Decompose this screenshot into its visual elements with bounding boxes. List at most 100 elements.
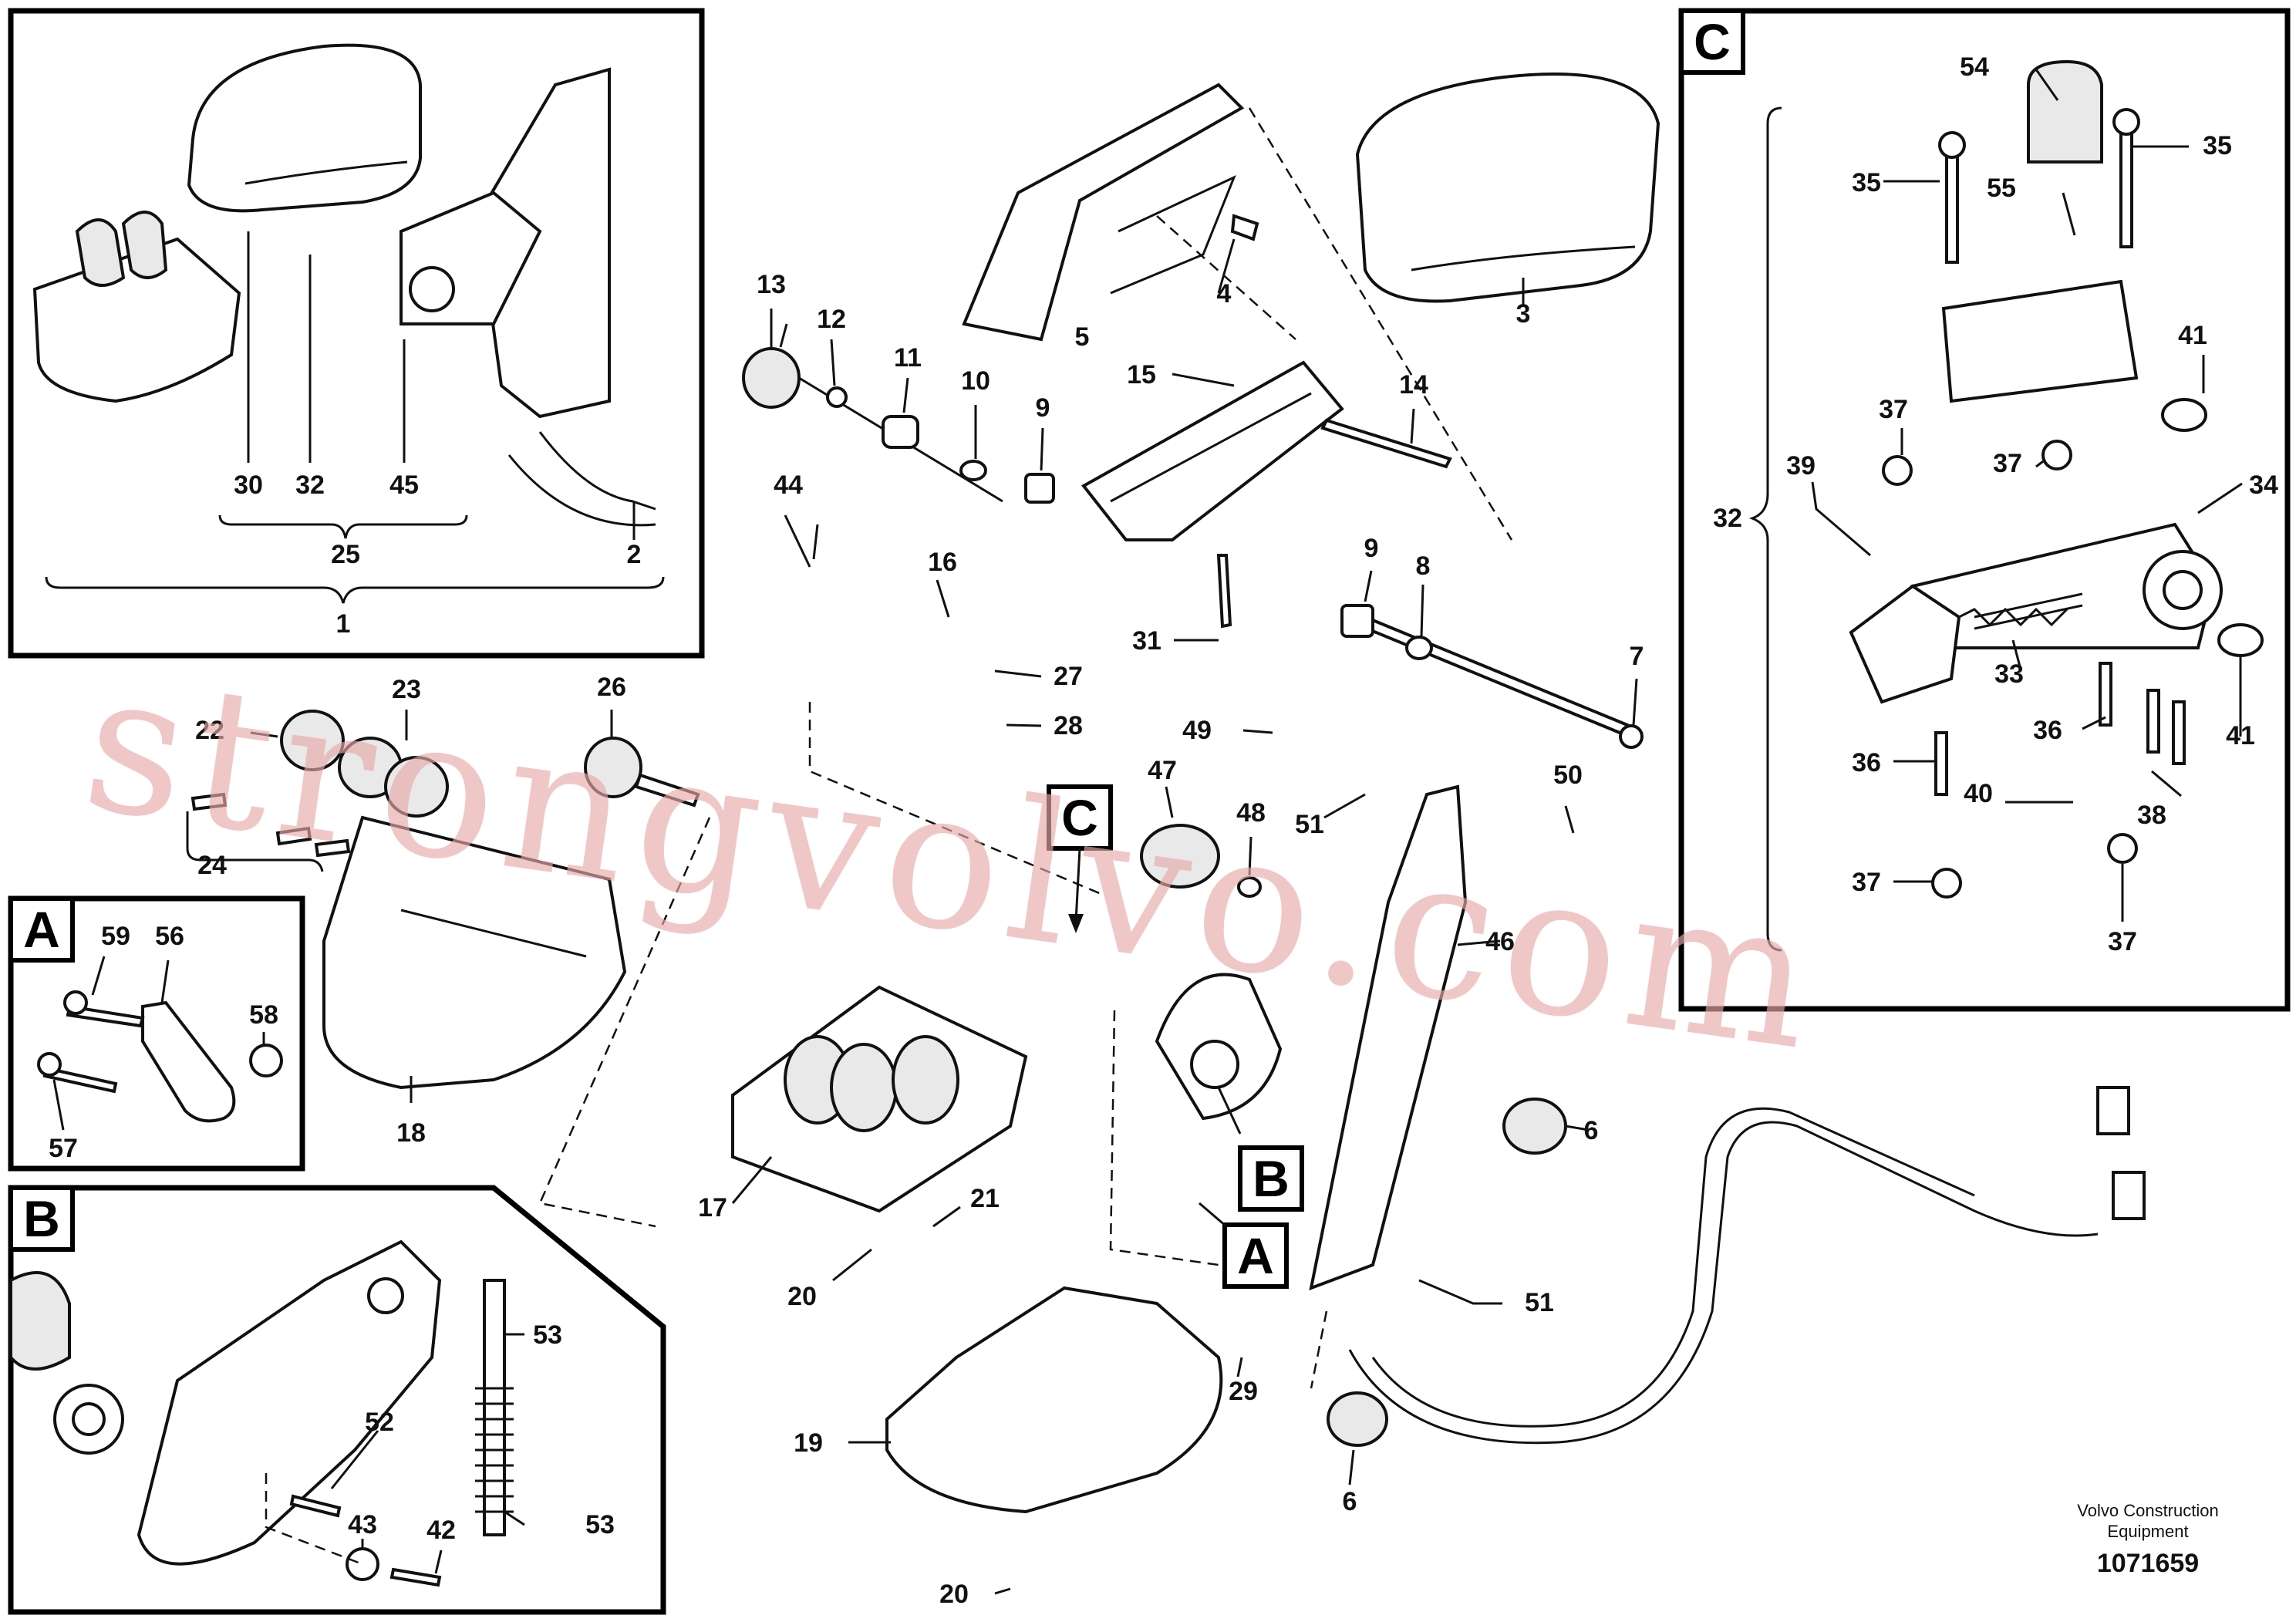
callout-23: 23 <box>392 675 421 704</box>
bumper-54-drawing <box>2027 59 2103 164</box>
bracket-drawing <box>476 67 611 419</box>
callout-30: 30 <box>234 470 263 500</box>
callout-49: 49 <box>1182 716 1212 745</box>
cover-19-drawing <box>885 1286 1223 1514</box>
callout-33: 33 <box>1994 659 2024 689</box>
callout-51-lower: 51 <box>1525 1288 1554 1317</box>
callout-48: 48 <box>1236 798 1266 828</box>
badge-b <box>8 1185 75 1252</box>
callout-40: 40 <box>1964 779 1993 808</box>
nut-58-drawing <box>249 1044 283 1077</box>
callout-53: 53 <box>533 1320 562 1350</box>
callout-35-left: 35 <box>1852 168 1881 197</box>
callout-11: 11 <box>894 343 922 373</box>
mounting-plate-drawing <box>1941 279 2139 403</box>
callout-4: 4 <box>1217 279 1232 309</box>
callout-10: 10 <box>961 366 990 396</box>
badge-a-letter: A <box>23 901 60 958</box>
callout-9-upper: 9 <box>1036 393 1050 423</box>
main-badge-c-letter: C <box>1061 789 1098 846</box>
footer: Volvo Construction Equipment 1071659 <box>2077 1501 2218 1578</box>
callout-6-upper: 6 <box>1584 1116 1599 1145</box>
bracket-b-drawing <box>137 1239 442 1566</box>
callout-2: 2 <box>627 540 642 569</box>
callout-46: 46 <box>1485 927 1515 956</box>
callout-44: 44 <box>774 470 803 500</box>
main-badge-b <box>1238 1145 1304 1212</box>
plate-56-drawing <box>141 1000 236 1123</box>
support-bracket-5-drawing <box>962 83 1245 342</box>
callout-41-top: 41 <box>2178 321 2207 350</box>
callout-51-upper: 51 <box>1295 810 1324 839</box>
inset-detail-c: C <box>1678 8 2291 1012</box>
callout-53-lower: 53 <box>585 1510 615 1539</box>
callout-1: 1 <box>336 609 351 639</box>
gas-spring-53-drawing <box>483 1279 506 1536</box>
washer-43-drawing <box>346 1547 379 1581</box>
callout-45: 45 <box>389 470 419 500</box>
control-pad-drawing <box>1849 584 1961 704</box>
callout-27: 27 <box>1054 662 1083 691</box>
callout-39: 39 <box>1786 451 1816 481</box>
callout-54: 54 <box>1960 52 1989 82</box>
callout-6-lower: 6 <box>1343 1487 1357 1516</box>
callout-38: 38 <box>2137 801 2166 830</box>
inset-a-frame <box>8 895 305 1172</box>
callout-59: 59 <box>101 922 130 951</box>
callout-3: 3 <box>1516 299 1531 329</box>
callout-15: 15 <box>1127 360 1156 389</box>
inset-detail-a: A <box>8 895 305 1172</box>
callout-26: 26 <box>597 673 626 702</box>
callout-29: 29 <box>1229 1377 1258 1406</box>
callout-37-a: 37 <box>1879 395 1908 424</box>
slide-rail-15-drawing <box>1081 360 1344 541</box>
callout-50: 50 <box>1553 760 1583 790</box>
callout-36-left: 36 <box>1852 748 1881 777</box>
callout-37-d: 37 <box>2108 927 2137 956</box>
callout-32-c: 32 <box>1713 504 1742 533</box>
badge-c-letter: C <box>1694 13 1731 70</box>
main-badge-a <box>1222 1222 1289 1289</box>
callout-25: 25 <box>331 540 360 569</box>
drawing-number: 1071659 <box>2097 1549 2199 1578</box>
callout-22: 22 <box>195 716 224 745</box>
callout-5: 5 <box>1075 322 1090 352</box>
callout-37-c: 37 <box>1852 868 1881 897</box>
inset-b-frame <box>8 1185 666 1615</box>
inset-detail-b: B <box>8 1185 666 1615</box>
callout-36-right: 36 <box>2033 716 2062 745</box>
main-badge-b-letter: B <box>1253 1150 1290 1207</box>
badge-a <box>8 896 75 963</box>
callout-8: 8 <box>1416 551 1431 581</box>
callout-14: 14 <box>1399 370 1428 400</box>
callout-labels: 30 32 45 2 25 1 59 56 58 57 53 52 43 42 … <box>49 52 2278 1609</box>
console-18-drawing <box>322 815 627 1090</box>
callout-28: 28 <box>1054 711 1083 740</box>
badge-c <box>1679 8 1745 75</box>
callout-34: 34 <box>2249 470 2278 500</box>
armrest-cushion-drawing <box>187 43 422 213</box>
callout-31: 31 <box>1132 626 1161 656</box>
callout-37-b: 37 <box>1993 449 2022 478</box>
main-badge-c <box>1047 784 1113 851</box>
callout-9-lower: 9 <box>1364 534 1379 563</box>
armrest-3-drawing <box>1355 73 1660 303</box>
callout-17: 17 <box>698 1193 727 1222</box>
company-line2: Equipment <box>2107 1522 2188 1541</box>
knob-13-drawing <box>742 347 801 409</box>
callout-16: 16 <box>928 548 957 577</box>
main-support-bracket-drawing <box>1309 784 1468 1291</box>
inset-overview-frame <box>8 8 705 659</box>
callout-32: 32 <box>295 470 325 500</box>
callout-19: 19 <box>794 1428 823 1458</box>
callout-7: 7 <box>1630 642 1644 671</box>
callout-24: 24 <box>197 851 227 880</box>
callout-42: 42 <box>426 1516 456 1545</box>
company-line1: Volvo Construction <box>2077 1501 2218 1520</box>
callout-58: 58 <box>249 1000 278 1030</box>
callout-41-bottom: 41 <box>2226 721 2255 750</box>
callout-52: 52 <box>365 1408 394 1437</box>
callout-21: 21 <box>970 1184 1000 1213</box>
main-badge-a-letter: A <box>1237 1227 1274 1284</box>
joystick-drawing <box>75 218 126 287</box>
